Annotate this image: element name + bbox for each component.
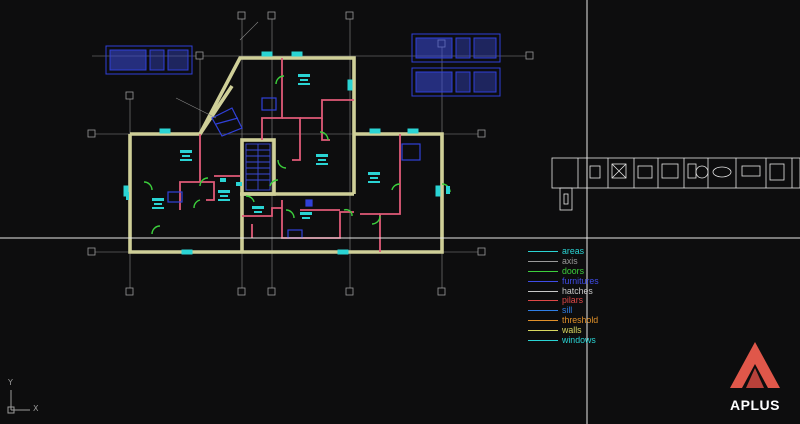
aplus-logo: APLUS: [726, 338, 784, 416]
logo-text: APLUS: [730, 397, 780, 413]
legend-swatch: [528, 320, 558, 322]
windows: [123, 51, 441, 255]
legend-label: areas: [562, 246, 585, 256]
layer-legend: areas axis doors furnitures hatches pila…: [528, 246, 638, 345]
legend-label: furnitures: [562, 275, 599, 286]
legend-label: windows: [562, 335, 596, 346]
legend-item-doors: doors: [528, 266, 638, 276]
legend-label: axis: [562, 255, 578, 266]
furniture: [167, 97, 421, 239]
partitions: [179, 58, 401, 252]
legend-item-threshold: threshold: [528, 315, 638, 325]
legend-swatch: [528, 260, 558, 262]
title-block-right-bottom: [411, 67, 501, 97]
ucs-axis-icon: [7, 390, 30, 414]
legend-item-furnitures: furnitures: [528, 276, 638, 286]
ucs-y-label: Y: [8, 378, 13, 387]
exterior-walls: [128, 56, 444, 254]
legend-label: walls: [562, 325, 582, 336]
legend-item-walls: walls: [528, 325, 638, 335]
legend-item-axis: axis: [528, 256, 638, 266]
title-block-right-top: [411, 33, 501, 63]
legend-label: hatches: [562, 285, 593, 296]
legend-swatch: [528, 290, 558, 292]
legend-label: doors: [562, 265, 585, 276]
legend-swatch: [528, 270, 558, 272]
legend-label: sill: [562, 305, 573, 316]
legend-label: pilars: [562, 295, 584, 306]
ucs-x-label: X: [33, 404, 39, 413]
legend-swatch: [528, 330, 558, 332]
symbol-library: [551, 157, 800, 211]
legend-swatch: [528, 251, 558, 252]
aplus-logo-icon: [730, 342, 780, 388]
legend-swatch: [528, 280, 558, 282]
axis-bubbles: [87, 11, 534, 296]
furniture-lines: [175, 21, 259, 119]
stair-hatch: [245, 143, 271, 191]
legend-swatch: [528, 300, 558, 302]
title-block-left: [105, 45, 193, 75]
legend-swatch: [528, 340, 558, 342]
legend-item-windows: windows: [528, 335, 638, 345]
legend-item-pilars: pilars: [528, 295, 638, 305]
legend-item-sill: sill: [528, 305, 638, 315]
legend-item-areas: areas: [528, 246, 638, 256]
legend-label: threshold: [562, 315, 599, 326]
area-labels: [126, 74, 450, 219]
legend-swatch: [528, 310, 558, 312]
legend-item-hatches: hatches: [528, 286, 638, 296]
